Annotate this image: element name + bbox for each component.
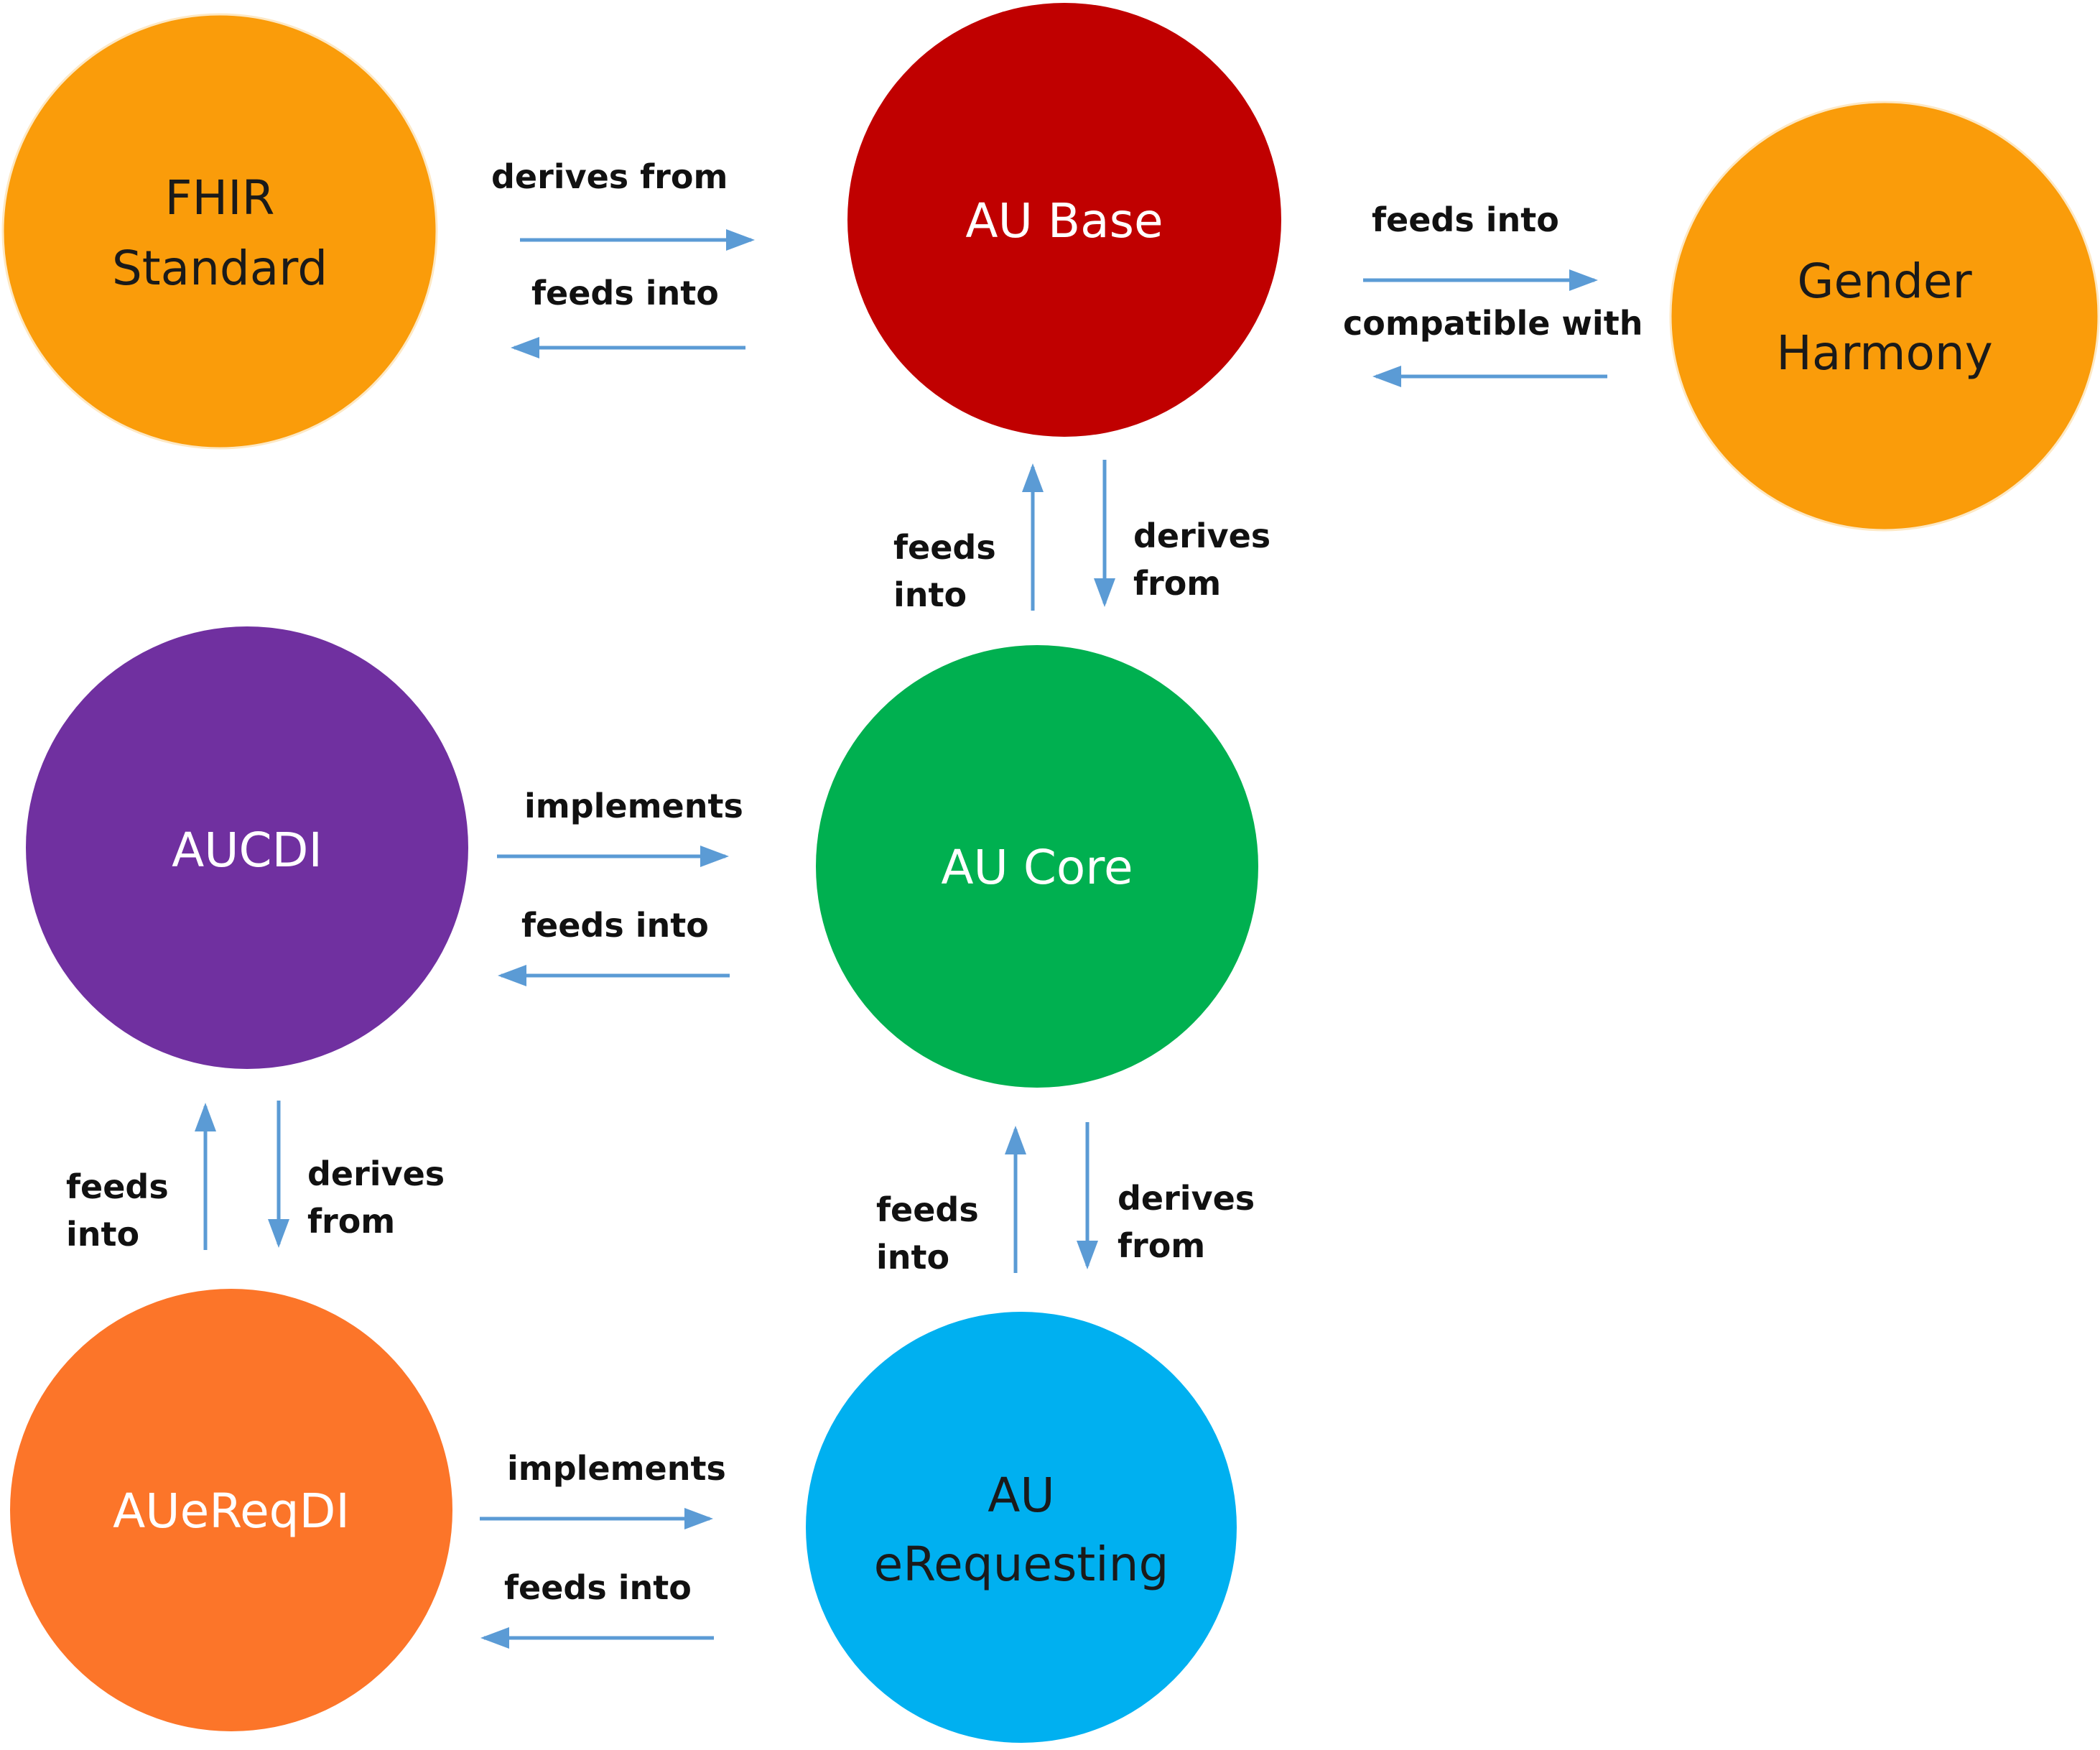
fhir-standard-label-line2: Standard [112,241,327,296]
label-aucdi-derives-from-2: from [307,1202,395,1241]
label-aucdi-implements: implements [524,787,743,825]
label-core-derives-from-1: derives [1118,1179,1255,1218]
label-fhir-derives-from: derives from [491,157,728,196]
label-core-feeds-into-base-1: feeds [893,528,996,567]
fhir-standard-circle [1,13,438,450]
label-core-feeds-into-aucdi: feeds into [521,906,709,945]
au-erequesting-label-line1: AU [988,1468,1054,1523]
label-ereq-feeds-into-core-1: feeds [876,1190,979,1229]
label-base-derives-from-1: derives [1133,517,1270,555]
node-aucdi[interactable]: AUCDI [26,626,468,1069]
label-ereq-feeds-into-reqdi: feeds into [504,1568,692,1607]
aue-req-di-label: AUeReqDI [113,1483,350,1539]
aucdi-label: AUCDI [172,823,322,878]
label-core-feeds-into-base-2: into [893,575,967,614]
label-gender-compatible-with: compatible with [1343,304,1643,343]
label-base-feeds-into-gender: feeds into [1372,200,1559,239]
label-core-derives-from-2: from [1118,1226,1205,1265]
node-au-core[interactable]: AU Core [816,645,1258,1088]
gender-harmony-label-line2: Harmony [1776,325,1993,381]
node-fhir-standard[interactable]: FHIR Standard [1,13,438,450]
label-base-feeds-into-fhir: feeds into [531,274,719,312]
node-aue-req-di[interactable]: AUeReqDI [10,1289,452,1731]
label-aucdi-derives-from-1: derives [307,1154,445,1193]
label-base-derives-from-2: from [1133,564,1221,603]
au-core-label: AU Core [941,840,1133,895]
au-core-circle [816,645,1258,1088]
aucdi-circle [26,626,468,1069]
au-base-circle [847,3,1281,437]
fhir-standard-label-line1: FHIR [165,170,275,226]
label-reqdi-implements: implements [507,1449,726,1488]
node-gender-harmony[interactable]: Gender Harmony [1669,101,2100,532]
au-erequesting-circle [806,1312,1237,1743]
au-erequesting-label-line2: eRequesting [874,1537,1169,1592]
label-ereq-feeds-into-core-2: into [876,1238,949,1277]
aue-req-di-circle [10,1289,452,1731]
label-reqdi-feeds-into-aucdi-2: into [66,1215,139,1254]
node-au-base[interactable]: AU Base [847,3,1281,437]
gender-harmony-circle [1669,101,2100,532]
node-au-erequesting[interactable]: AU eRequesting [806,1312,1237,1743]
label-reqdi-feeds-into-aucdi-1: feeds [66,1167,169,1206]
au-base-label: AU Base [965,193,1163,249]
gender-harmony-label-line1: Gender [1797,254,1972,309]
